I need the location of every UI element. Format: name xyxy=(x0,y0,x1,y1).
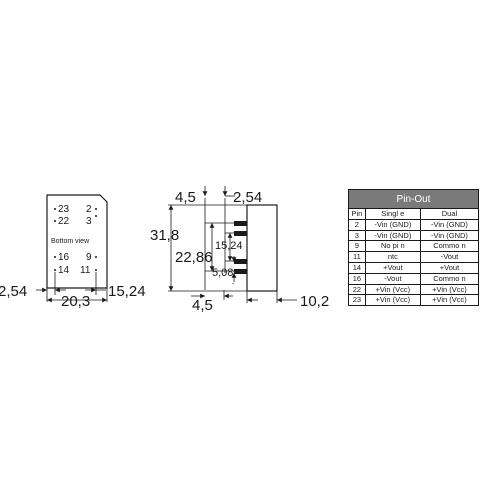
bottom-view: 23 22 2 3 Bottom view 16 14 9 11 2,54 15… xyxy=(0,194,146,310)
dim-mid-label: 15,24 xyxy=(215,240,243,252)
dual-cell: -Vout xyxy=(419,251,480,263)
dim-bottom-left-label: 4,5 xyxy=(192,297,213,314)
dim-height-label: 31,8 xyxy=(150,227,179,244)
col-header-pin: Pin xyxy=(348,208,366,220)
dim-left-label: 2,54 xyxy=(0,283,27,300)
pin-label-3: 3 xyxy=(86,216,92,227)
single-cell: -Vout xyxy=(364,272,421,285)
dual-cell: Commo n xyxy=(419,240,480,253)
table-row: 23+Vin (Vcc)+Vin (Vcc) xyxy=(348,294,480,307)
tick-mark: - xyxy=(232,281,235,288)
pin-label-9: 9 xyxy=(86,252,92,263)
dual-cell: +Vin (Vcc) xyxy=(419,294,480,307)
pinout-header-row: Pin Singl e Dual xyxy=(348,208,480,220)
single-cell: ntc xyxy=(364,251,421,263)
dim-top-left-label: 4,5 xyxy=(175,189,196,206)
pin-cell: 16 xyxy=(348,272,366,285)
pinout-title: Pin-Out xyxy=(348,189,479,209)
bottom-view-label: Bottom view xyxy=(51,238,90,245)
single-cell: +Vout xyxy=(364,261,421,274)
pin-lead xyxy=(234,269,247,274)
table-row: 14+Vout+Vout xyxy=(348,261,480,274)
pin-label-22: 22 xyxy=(58,216,70,227)
dim-right-label: 15,24 xyxy=(108,283,146,300)
table-row: 2-Vin (GND)-Vin (GND) xyxy=(348,218,480,231)
dim-pins-span-label: 22,86 xyxy=(175,249,213,266)
pinout-body: Pin Singl e Dual 2-Vin (GND)-Vin (GND) 3… xyxy=(348,208,480,307)
dim-top-right-label: 2,54 xyxy=(233,189,262,206)
pin-cell: 11 xyxy=(348,251,366,263)
pin-dot xyxy=(54,220,56,222)
pin-cell: 22 xyxy=(348,283,366,296)
col-header-dual: Dual xyxy=(419,208,480,220)
table-row: 22+Vin (Vcc)+Vin (Vcc) xyxy=(348,283,480,296)
pin-label-23: 23 xyxy=(58,204,70,215)
side-view: 4,5 2,54 31,8 22,86 15,24 5,08 4,5 - xyxy=(150,186,329,314)
pin-dot xyxy=(95,256,97,258)
col-header-single: Singl e xyxy=(364,208,421,220)
dual-cell: Commo n xyxy=(419,272,480,285)
dim-width-label: 20,3 xyxy=(61,293,90,310)
pinout-table: Pin-Out Pin Singl e Dual 2-Vin (GND)-Vin… xyxy=(348,189,480,307)
pin-dot xyxy=(95,269,97,271)
pin-label-14: 14 xyxy=(58,265,70,276)
pin-dot xyxy=(95,215,97,217)
single-cell: -Vin (GND) xyxy=(364,218,421,231)
dim-bottom-right-label: 10,2 xyxy=(300,293,329,310)
pin-label-2: 2 xyxy=(86,204,92,215)
single-cell: No pi n xyxy=(364,240,421,253)
pin-cell: 14 xyxy=(348,261,366,274)
dual-cell: +Vin (Vcc) xyxy=(419,283,480,296)
pin-lead xyxy=(234,221,247,226)
pin-cell: 9 xyxy=(348,240,366,253)
dim-low-label: 5,08 xyxy=(212,267,233,279)
dual-cell: -Vin (GND) xyxy=(419,229,480,242)
side-view-body xyxy=(246,204,278,292)
pin-dot xyxy=(54,208,56,210)
pin-label-11: 11 xyxy=(80,265,91,276)
bottom-view-outline xyxy=(46,194,108,289)
pin-dot xyxy=(54,269,56,271)
pin-dot xyxy=(54,256,56,258)
pin-lead xyxy=(234,231,247,236)
pin-cell: 3 xyxy=(348,229,366,242)
table-row: 3-Vin (GND)-Vin (GND) xyxy=(348,229,480,242)
dual-cell: +Vout xyxy=(419,261,480,274)
single-cell: +Vin (Vcc) xyxy=(364,283,421,296)
pin-cell: 2 xyxy=(348,218,366,231)
dual-cell: -Vin (GND) xyxy=(419,218,480,231)
pin-dot xyxy=(95,208,97,210)
pin-lead xyxy=(234,259,247,264)
pin-label-16: 16 xyxy=(58,252,70,263)
single-cell: +Vin (Vcc) xyxy=(364,294,421,307)
pin-cell: 23 xyxy=(348,294,366,307)
single-cell: -Vin (GND) xyxy=(364,229,421,242)
